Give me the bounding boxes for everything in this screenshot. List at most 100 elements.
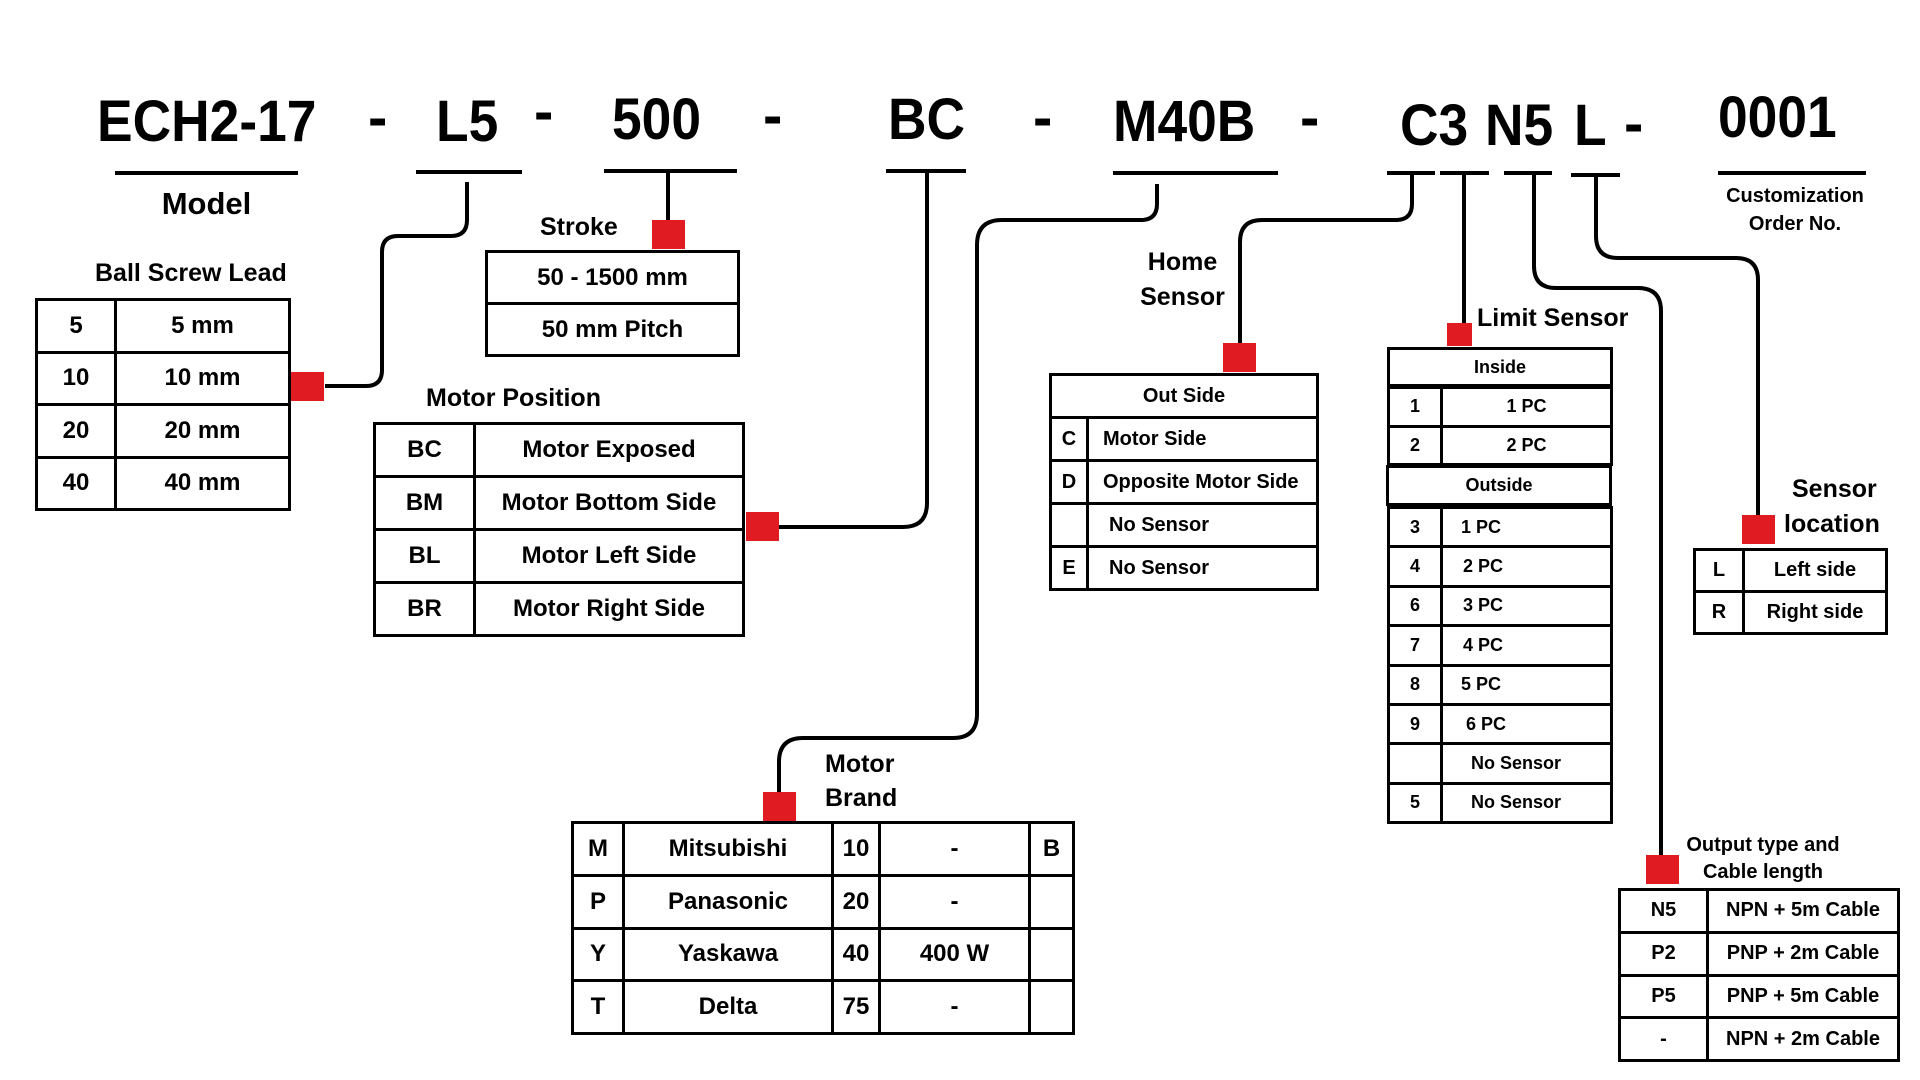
output-type-title-line2: Cable length	[1702, 861, 1823, 883]
table-row: Y Yaskawa 40 400 W	[571, 926, 1075, 983]
position-code: BL	[373, 528, 476, 584]
code-motor-brand: M40B	[1113, 89, 1256, 154]
brand-power: -	[878, 979, 1031, 1035]
limit-value: 5 PC	[1440, 663, 1613, 706]
limit-value: 2 PC	[1440, 424, 1613, 466]
stroke-pitch: 50 mm Pitch	[485, 302, 740, 357]
limit-code: 8	[1387, 663, 1443, 706]
output-code: -	[1618, 1016, 1709, 1062]
position-code: BR	[373, 581, 476, 637]
code-stroke: 500	[612, 87, 702, 152]
customization-label: Customization Order No.	[1726, 185, 1864, 235]
motor-brand-title-line1: Motor	[825, 750, 895, 778]
stroke-title: Stroke	[540, 213, 618, 241]
output-code: N5	[1618, 888, 1709, 934]
limit-code: 9	[1387, 702, 1443, 746]
limit-code: 4	[1387, 545, 1443, 588]
position-code: BM	[373, 475, 476, 531]
table-row: Outside	[1386, 465, 1612, 506]
code-sensor-location: L	[1574, 93, 1607, 158]
brand-code: T	[571, 979, 625, 1035]
underline-stroke	[604, 169, 737, 173]
limit-value: No Sensor	[1440, 742, 1613, 785]
marker-home-sensor	[1223, 343, 1256, 372]
output-value: PNP + 5m Cable	[1706, 973, 1900, 1020]
lead-value: 40 mm	[114, 455, 291, 511]
separator: -	[763, 83, 783, 148]
connector-sensor-location	[1594, 174, 1760, 517]
separator: -	[1300, 85, 1320, 150]
sensor-location-title-line2: location	[1784, 510, 1880, 538]
code-model: ECH2-17	[97, 89, 317, 154]
limit-value: 1 PC	[1440, 505, 1613, 549]
limit-inside-label: Inside	[1387, 347, 1613, 387]
marker-motor-brand	[763, 792, 796, 821]
underline-output	[1504, 171, 1552, 175]
table-row: -NPN + 2m Cable	[1618, 1016, 1900, 1062]
underline-sensor-location	[1571, 173, 1620, 177]
limit-inside-header: Inside	[1387, 347, 1613, 387]
position-value: Motor Exposed	[473, 422, 745, 478]
limit-sensor-title: Limit Sensor	[1477, 304, 1629, 332]
brand-code: M	[571, 821, 625, 877]
home-code: C	[1049, 416, 1089, 462]
lead-value: 10 mm	[114, 350, 291, 406]
underline-customization	[1718, 171, 1866, 175]
separator: -	[368, 85, 388, 150]
brand-name: Yaskawa	[622, 926, 834, 983]
marker-limit-sensor	[1447, 323, 1472, 346]
brand-name: Delta	[622, 979, 834, 1035]
connector-home-sensor	[1238, 174, 1414, 346]
location-code: R	[1693, 590, 1745, 635]
separator: -	[1033, 85, 1053, 150]
output-value: NPN + 5m Cable	[1706, 888, 1900, 934]
lead-value: 20 mm	[114, 403, 291, 459]
underline-motor-position	[886, 169, 966, 173]
underline-lead	[416, 170, 522, 174]
brand-power: -	[878, 873, 1031, 930]
limit-value: 1 PC	[1440, 386, 1613, 428]
motor-brand-table: M Mitsubishi 10 - B P Panasonic 20 - Y Y…	[571, 821, 1075, 1035]
underline-model	[115, 171, 298, 175]
output-code: P5	[1618, 973, 1709, 1020]
marker-lead	[291, 372, 324, 401]
output-value: NPN + 2m Cable	[1706, 1016, 1900, 1062]
limit-code: 3	[1387, 505, 1443, 549]
home-sensor-header: Out Side	[1049, 373, 1319, 419]
location-value: Right side	[1742, 590, 1888, 635]
brand-brake: B	[1028, 821, 1075, 877]
limit-code	[1387, 742, 1443, 785]
ball-screw-lead-title: Ball Screw Lead	[95, 259, 287, 287]
home-sensor-title-line1: Home	[1147, 248, 1218, 276]
separator: -	[534, 79, 554, 144]
home-sensor-title-line2: Sensor	[1140, 283, 1225, 311]
home-value: No Sensor	[1086, 545, 1319, 591]
motor-position-title: Motor Position	[426, 384, 601, 412]
code-output: N5	[1485, 93, 1554, 158]
brand-code: P	[571, 873, 625, 930]
underline-home-sensor	[1387, 171, 1435, 175]
limit-value: 2 PC	[1440, 545, 1613, 588]
home-value: Motor Side	[1086, 416, 1319, 462]
